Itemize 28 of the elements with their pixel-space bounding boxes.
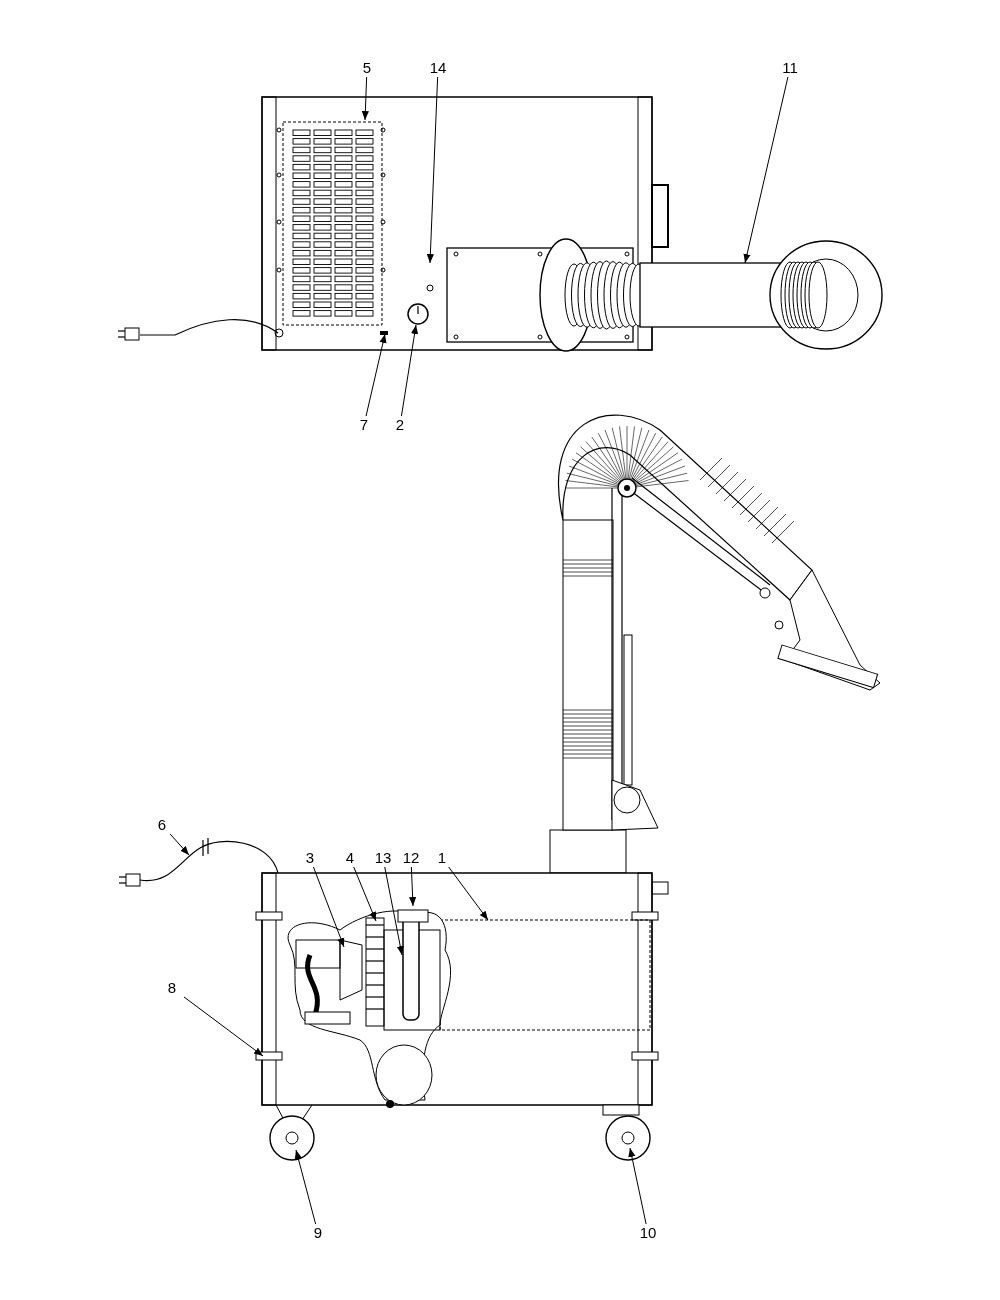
leader-line <box>409 866 417 907</box>
leader-line <box>448 866 489 921</box>
leader-line <box>743 76 789 264</box>
leader-line <box>169 833 190 856</box>
leader-line <box>384 866 404 956</box>
callout-number: 11 <box>782 59 798 76</box>
leader-line <box>426 76 439 264</box>
callout-number: 9 <box>313 1224 323 1241</box>
callout-number: 4 <box>345 849 355 866</box>
leader-line <box>353 866 377 922</box>
callout-number: 12 <box>402 849 420 866</box>
callout-number: 1 <box>437 849 447 866</box>
callout-number: 3 <box>305 849 315 866</box>
callout-number: 2 <box>395 416 405 433</box>
callout-number: 10 <box>639 1224 657 1241</box>
leader-line <box>361 76 369 121</box>
callout-number: 5 <box>362 59 372 76</box>
callout-number: 8 <box>167 979 177 996</box>
callout-number: 6 <box>157 816 167 833</box>
callout-number: 7 <box>359 416 369 433</box>
leader-line <box>294 1149 317 1225</box>
leader-line <box>183 996 264 1057</box>
leader-line <box>365 333 387 417</box>
leader-line <box>628 1147 647 1225</box>
callout-number: 13 <box>374 849 392 866</box>
leader-line <box>312 866 345 948</box>
leader-line <box>400 324 419 417</box>
callout-number: 14 <box>429 59 447 76</box>
